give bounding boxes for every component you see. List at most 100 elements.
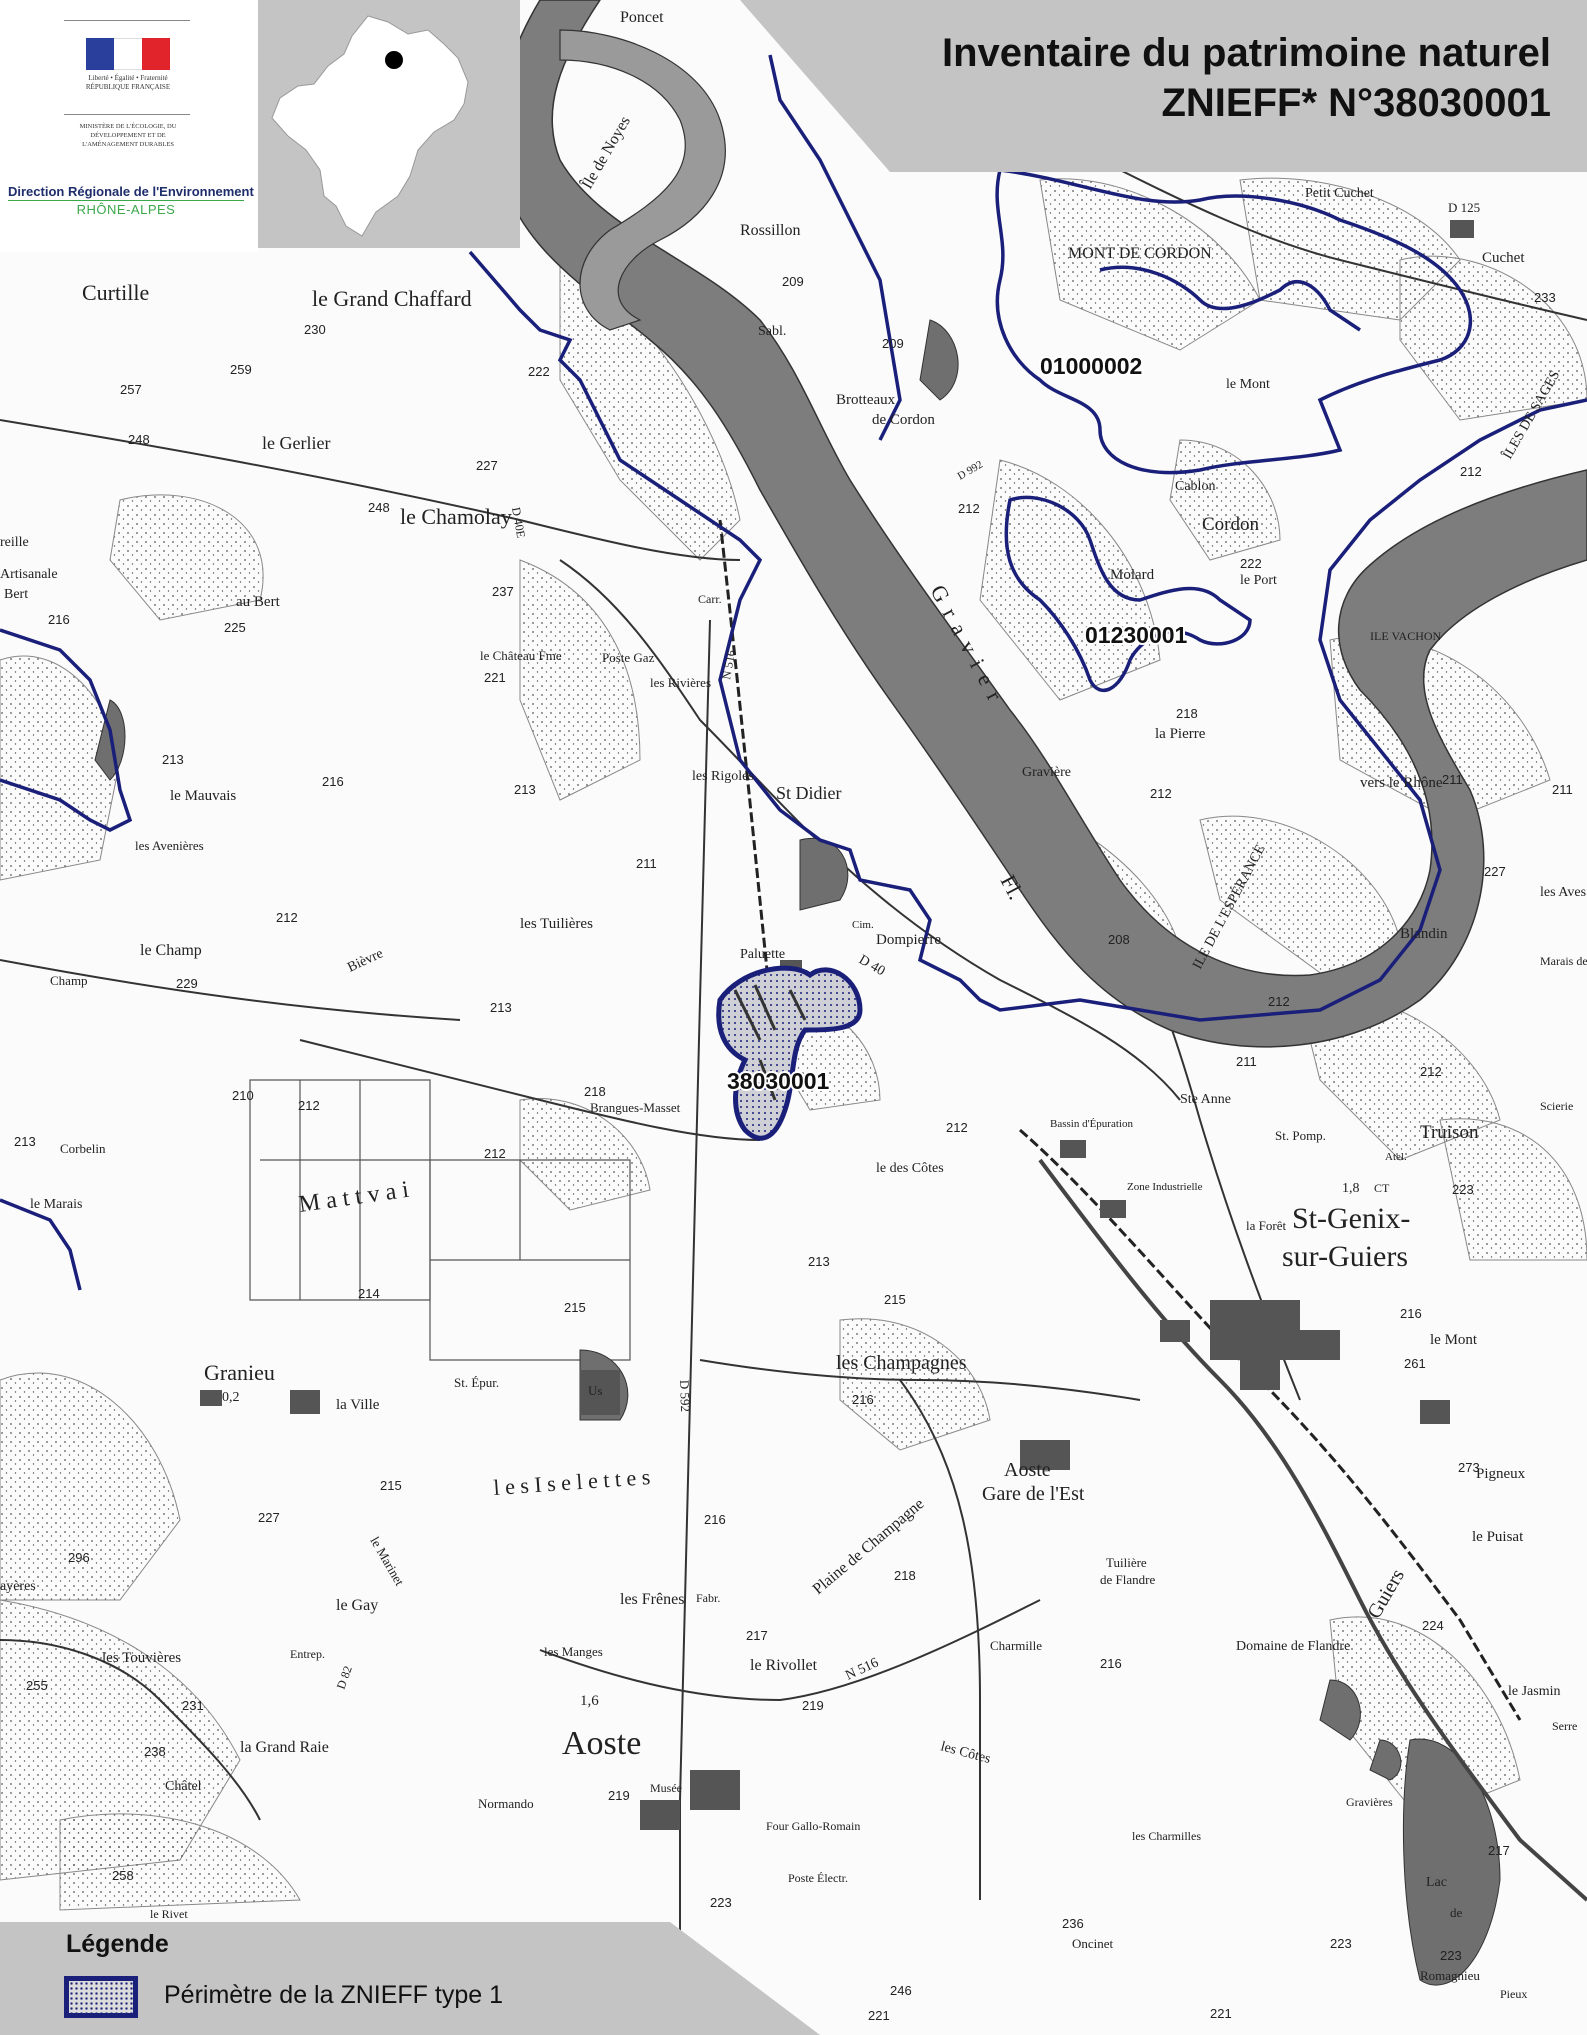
place-label: vers le Rhône <box>1360 775 1443 791</box>
elevation: 273 <box>1458 1460 1480 1475</box>
place-label: les Manges <box>544 1644 603 1659</box>
place-label: Marais de Truison <box>1540 954 1587 968</box>
elevation: 209 <box>882 336 904 351</box>
flag-blue <box>86 38 114 70</box>
logo-panel: Liberté • Égalité • Fraternité RÉPUBLIQU… <box>0 0 258 252</box>
place-label: St-Genix- <box>1292 1202 1410 1235</box>
place-label: la Forêt <box>1246 1218 1286 1233</box>
logo-rule <box>8 200 244 201</box>
place-label: Poste Électr. <box>788 1871 848 1885</box>
elevation: 215 <box>564 1300 586 1315</box>
place-label: Aoste <box>1004 1459 1051 1481</box>
place-label: le Rivollet <box>750 1657 818 1674</box>
elevation: 216 <box>1100 1656 1122 1671</box>
place-label: St Didier <box>776 783 842 803</box>
znieff-boundaries <box>0 54 1587 1291</box>
elevation: 212 <box>946 1120 968 1135</box>
guiers-river <box>1038 1158 1587 1902</box>
motto-text: Liberté • Égalité • Fraternité <box>88 74 168 82</box>
locator-inset <box>258 0 520 248</box>
place-label: Tuilière <box>1106 1555 1147 1570</box>
place-label: St. Épur. <box>454 1375 499 1390</box>
elevation: 213 <box>14 1134 36 1149</box>
place-label: les Charmilles <box>1132 1829 1201 1843</box>
elevation: 214 <box>358 1286 380 1301</box>
elevation: 213 <box>490 1000 512 1015</box>
region-label: RHÔNE-ALPES <box>76 202 176 217</box>
place-label: Truison <box>1420 1122 1479 1143</box>
place-label: le Grand Chaffard <box>312 286 472 311</box>
elevation: 222 <box>1240 556 1262 571</box>
place-label: les Avenières <box>135 838 204 853</box>
place-label: Dompierre <box>876 932 941 948</box>
woodland-areas <box>0 177 1587 1911</box>
place-label: ayères <box>0 1579 36 1594</box>
flag-red <box>142 38 170 70</box>
elevation: 237 <box>492 584 514 599</box>
legend-item-label: Périmètre de la ZNIEFF type 1 <box>164 1981 504 2009</box>
road-label: D 592 <box>677 1380 693 1413</box>
department-outline <box>271 15 469 237</box>
place-label: Bassin d'Épuration <box>1050 1118 1133 1130</box>
elevation: 259 <box>230 362 252 377</box>
elevation: 255 <box>26 1678 48 1693</box>
place-label: Rossillon <box>740 222 800 239</box>
elevation: 213 <box>808 1254 830 1269</box>
road-label: D 125 <box>1448 200 1480 215</box>
elevation: 223 <box>1330 1936 1352 1951</box>
place-label: Paluette <box>740 947 785 962</box>
elevation: 221 <box>484 670 506 685</box>
place-label: Curtille <box>82 280 149 305</box>
place-label: Poste Gaz <box>602 650 655 665</box>
place-label: le Gay <box>336 1597 378 1614</box>
znieff-38030001-perimeter[interactable] <box>716 965 863 1141</box>
elevation: 223 <box>1440 1948 1462 1963</box>
place-label: le Mauvais <box>170 788 236 804</box>
place-label: Scierie <box>1540 1099 1573 1113</box>
elevation: 229 <box>176 976 198 991</box>
place-label: Granieu <box>204 1360 275 1385</box>
road-label: N 516 <box>719 649 738 681</box>
elevation: 212 <box>298 1098 320 1113</box>
place-label: Carr. <box>698 592 722 606</box>
elevation: 227 <box>476 458 498 473</box>
elevation: 236 <box>1062 1916 1084 1931</box>
place-label: Fabr. <box>696 1591 720 1605</box>
roads <box>0 159 1587 2035</box>
place-label: la Pierre <box>1155 726 1206 742</box>
place-label: Atel. <box>1385 1151 1407 1163</box>
built-areas <box>200 220 1474 1830</box>
elevation: 227 <box>1484 864 1506 879</box>
place-label: les Aves <box>1540 885 1586 900</box>
place-label: au Bert <box>236 594 281 610</box>
elevation: 215 <box>380 1478 402 1493</box>
place-label: de <box>1450 1905 1463 1920</box>
place-label: de Flandre <box>1100 1572 1155 1587</box>
zone-label-01000002: 01000002 <box>1040 353 1142 379</box>
place-label: Brotteaux <box>836 392 896 408</box>
place-label: Corbelin <box>60 1141 106 1156</box>
place-label: Brangues-Masset <box>590 1100 681 1115</box>
place-label: le Château Fme <box>480 648 562 663</box>
elevation: 211 <box>1552 782 1573 797</box>
place-label: Cablon <box>1175 479 1215 494</box>
spot-elevations: 230 257 259 248 222 227 248 216 225 221 … <box>14 274 1573 2023</box>
place-label: les Champagnes <box>836 1352 967 1374</box>
rhone-river <box>496 0 1587 1048</box>
place-label: Gare de l'Est <box>982 1483 1085 1505</box>
place-label: Châtel <box>165 1779 202 1794</box>
elevation: 213 <box>162 752 184 767</box>
republic-text: RÉPUBLIQUE FRANÇAISE <box>85 83 171 91</box>
place-label: Champ <box>50 973 88 988</box>
place-label: le Rivet <box>150 1907 188 1921</box>
location-marker <box>385 51 403 69</box>
place-label: 1,8 <box>1342 1181 1360 1196</box>
elevation: 248 <box>368 500 390 515</box>
place-label: le Jasmin <box>1508 1684 1561 1699</box>
place-label: Romagnieu <box>1420 1968 1480 1983</box>
legend-swatch-znieff <box>64 1976 138 2018</box>
place-label: le Chamolay <box>400 504 512 529</box>
flag-white <box>114 38 142 70</box>
road-label: D 40E <box>509 506 528 539</box>
